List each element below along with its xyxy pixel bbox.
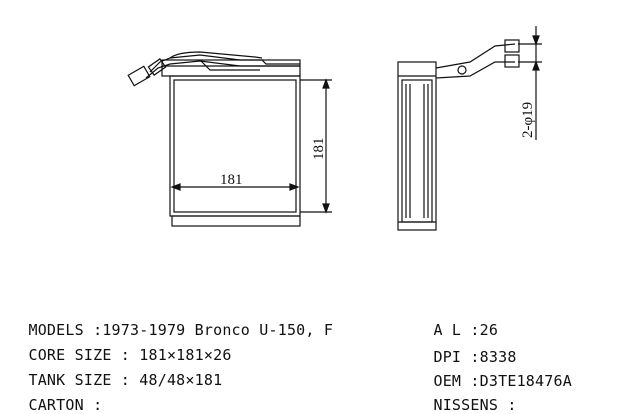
spec-value: 26 xyxy=(479,321,499,339)
height-dimension-label: 181 xyxy=(311,138,327,161)
spec-label: TANK SIZE xyxy=(28,371,112,389)
spec-dpi: DPI :8338 xyxy=(415,330,517,366)
spec-oem: OEM :D3TE18476A xyxy=(415,354,572,390)
spec-al: A L :26 xyxy=(415,303,498,339)
spec-label: OEM xyxy=(433,372,462,390)
spec-label: MODELS xyxy=(28,321,84,339)
front-view xyxy=(127,51,332,227)
spec-sep: : xyxy=(83,321,103,339)
side-view xyxy=(397,26,542,231)
spec-tank-size: TANK SIZE : 48/48×181 xyxy=(10,353,222,389)
spec-value: 181×181×26 xyxy=(139,346,232,364)
width-dimension-label: 181 xyxy=(220,172,243,188)
spec-core-size: CORE SIZE : 181×181×26 xyxy=(10,328,232,364)
spec-label: CARTON xyxy=(28,396,84,414)
spec-nissens: NISSENS : xyxy=(415,378,517,414)
spec-models: MODELS :1973-1979 Bronco U-150, F xyxy=(10,303,333,339)
spec-label: A L xyxy=(433,321,462,339)
spec-label: DPI xyxy=(433,348,462,366)
spec-value: 1973-1979 Bronco U-150, F xyxy=(102,321,334,339)
spec-value: 8338 xyxy=(479,348,517,366)
heater-core-drawing: 181 181 2-φ19 xyxy=(127,26,542,231)
spec-carton: CARTON : xyxy=(10,378,102,414)
spec-label: NISSENS xyxy=(433,396,499,414)
spec-sep: : xyxy=(498,396,517,414)
spec-label: CORE SIZE xyxy=(28,346,112,364)
spec-value: D3TE18476A xyxy=(479,372,572,390)
spec-sep: : xyxy=(111,346,140,364)
spec-sep: : xyxy=(83,396,103,414)
spec-value: 48/48×181 xyxy=(139,371,223,389)
spec-sep: : xyxy=(461,321,480,339)
spec-sep: : xyxy=(461,348,480,366)
spec-sep: : xyxy=(111,371,140,389)
pipe-diameter-label: 2-φ19 xyxy=(520,102,536,138)
spec-sep: : xyxy=(461,372,480,390)
